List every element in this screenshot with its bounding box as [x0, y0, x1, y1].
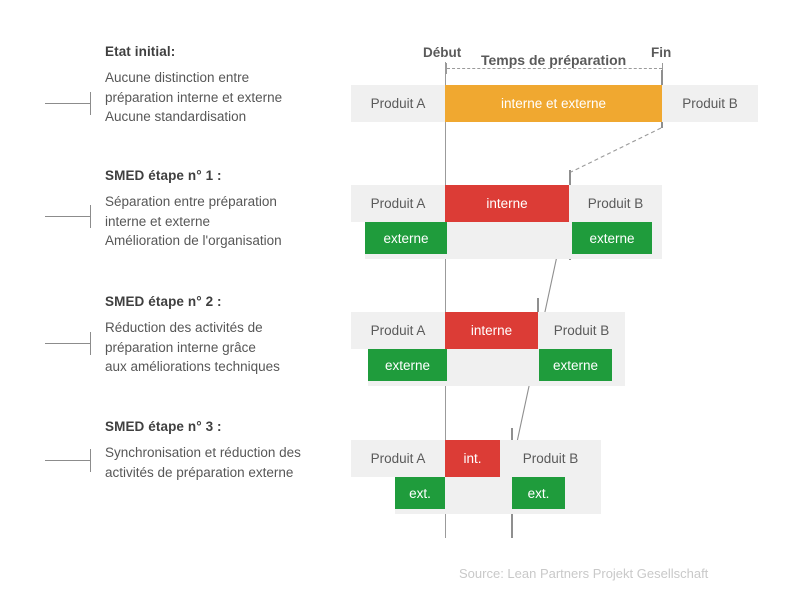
- step-line-2-1: Séparation entre préparation: [105, 194, 277, 209]
- row4-external-left: ext.: [395, 477, 445, 509]
- step-description-3: SMED étape n° 2 : Réduction des activité…: [105, 294, 365, 377]
- row2-product-a: Produit A: [370, 196, 426, 211]
- row2-external-left: externe: [365, 222, 447, 254]
- row4-external-right: ext.: [512, 477, 565, 509]
- source-caption: Source: Lean Partners Projekt Gesellscha…: [459, 566, 709, 581]
- row1-product-b: Produit B: [682, 96, 738, 111]
- row1-internal-external: interne et externe: [445, 85, 662, 122]
- step-title-3: SMED étape n° 2 :: [105, 294, 222, 309]
- header-tick-end: [662, 63, 663, 74]
- row4-internal: int.: [445, 440, 500, 477]
- step-line-4-1: Synchronisation et réduction des: [105, 445, 301, 460]
- row3-external-left: externe: [368, 349, 447, 381]
- guide-line-start: [445, 62, 447, 538]
- row2-product-b: Produit B: [587, 196, 644, 211]
- row3-product-b: Produit B: [553, 323, 610, 338]
- step-line-1-2: préparation interne et externe: [105, 89, 283, 105]
- step-line-2-3: Amélioration de l'organisation: [105, 233, 282, 248]
- row3-internal: interne: [445, 312, 538, 349]
- step-line-4-2: activités de préparation externe: [105, 464, 294, 480]
- step-line-3-3: aux améliorations techniques: [105, 359, 280, 374]
- step-description-4: SMED étape n° 3 : Synchronisation et réd…: [105, 419, 365, 482]
- header-end-label: Fin: [651, 45, 672, 60]
- step-description-1: Etat initial: Aucune distinction entre p…: [105, 44, 365, 127]
- step-title-1: Etat initial:: [105, 44, 176, 59]
- header-start-label: Début: [423, 45, 462, 60]
- step-title-2: SMED étape n° 1 :: [105, 168, 222, 183]
- step-line-1-1: Aucune distinction entre: [105, 70, 250, 85]
- row2-internal: interne: [445, 185, 569, 222]
- row2-external-right: externe: [572, 222, 652, 254]
- diagonal-row1-to-row2: [570, 127, 662, 173]
- header-dashed-span: [447, 68, 662, 69]
- row3-external-right: externe: [539, 349, 612, 381]
- header-middle-label: Temps de préparation: [481, 52, 627, 68]
- row4-product-b: Produit B: [522, 451, 579, 466]
- row1-product-a: Produit A: [370, 96, 426, 111]
- step-line-3-1: Réduction des activités de: [105, 320, 263, 335]
- step-description-2: SMED étape n° 1 : Séparation entre prépa…: [105, 168, 365, 251]
- step-line-2-2: interne et externe: [105, 213, 211, 229]
- step-line-3-2: préparation interne grâce: [105, 339, 256, 355]
- step-line-1-3: Aucune standardisation: [105, 109, 247, 124]
- header-tick-start: [446, 63, 447, 74]
- row4-product-a: Produit A: [370, 451, 426, 466]
- step-title-4: SMED étape n° 3 :: [105, 419, 222, 434]
- row3-product-a: Produit A: [370, 323, 426, 338]
